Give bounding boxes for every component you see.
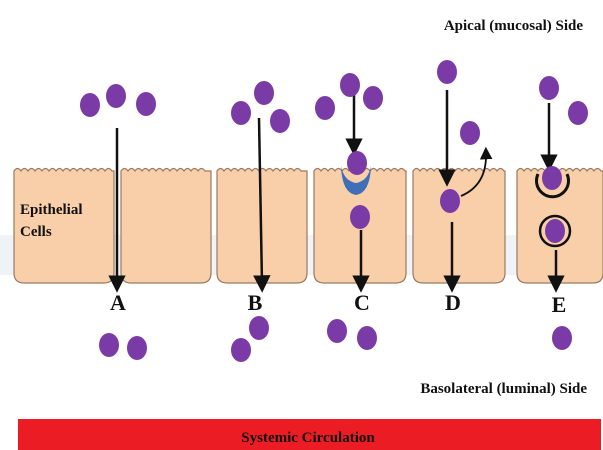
drug-molecule — [539, 76, 559, 100]
pathway-label-d: D — [445, 290, 461, 315]
pathway-label-b: B — [248, 290, 263, 315]
drug-molecule — [437, 60, 457, 84]
apical-side-label: Apical (mucosal) Side — [444, 18, 584, 34]
drug-molecule — [315, 96, 335, 120]
pathway-label-e: E — [552, 292, 567, 317]
epithelial-label-line2: Cells — [20, 224, 52, 240]
drug-molecule — [363, 86, 383, 110]
epithelial-label-line1: Epithelial — [20, 202, 83, 218]
pathway-label-c: C — [354, 290, 370, 315]
drug-molecule — [254, 81, 274, 105]
basolateral-side-label: Basolateral (luminal) Side — [420, 381, 587, 397]
drug-molecule — [327, 319, 347, 343]
drug-molecule — [127, 336, 147, 360]
drug-molecule — [545, 219, 565, 243]
drug-molecule — [568, 101, 588, 125]
pathway-label-a: A — [110, 290, 126, 315]
drug-molecule — [136, 92, 156, 116]
drug-molecule — [440, 189, 460, 213]
drug-molecule — [542, 166, 562, 190]
drug-molecule — [80, 93, 100, 117]
epithelial-cell — [121, 169, 211, 284]
drug-molecule — [357, 326, 377, 350]
drug-molecule — [99, 333, 119, 357]
drug-molecule — [350, 205, 370, 229]
drug-molecule — [231, 338, 251, 362]
drug-molecule — [552, 326, 572, 350]
drug-molecule — [340, 73, 360, 97]
systemic-circulation-label: Systemic Circulation — [241, 430, 375, 446]
drug-molecule — [249, 316, 269, 340]
drug-molecule — [347, 151, 367, 175]
drug-molecule — [106, 84, 126, 108]
epithelial-cell — [413, 169, 505, 284]
drug-molecule — [460, 121, 480, 145]
drug-molecule — [231, 101, 251, 125]
drug-molecule — [270, 109, 290, 133]
